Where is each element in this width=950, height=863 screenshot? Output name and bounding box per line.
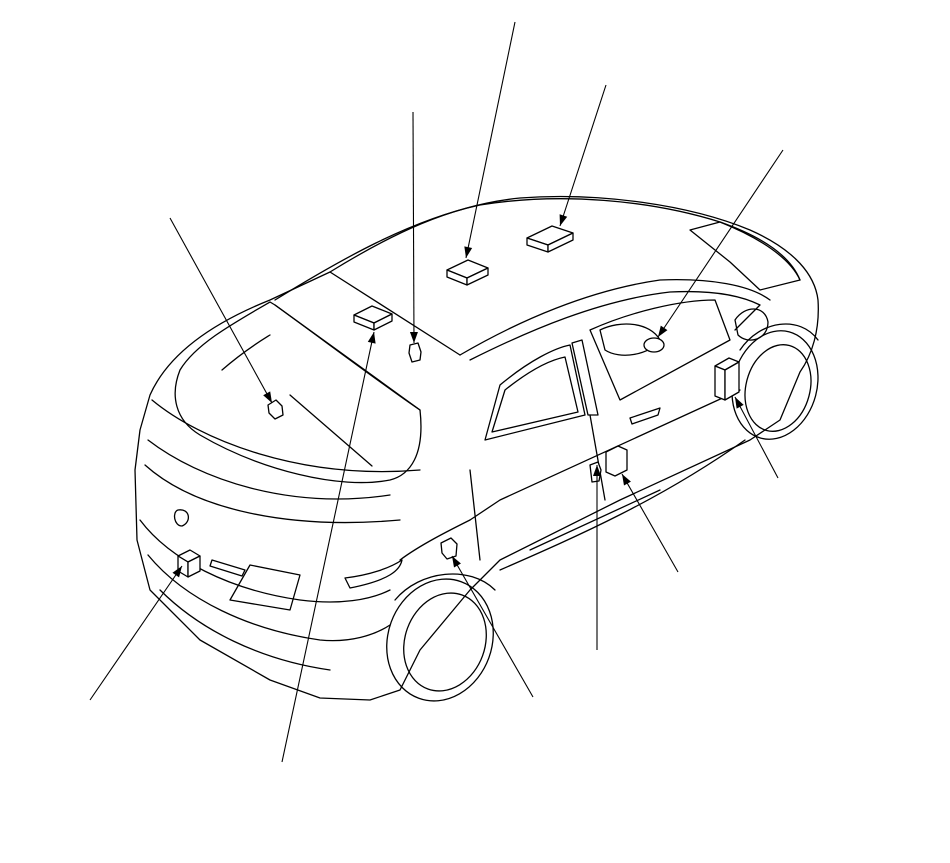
rear-quarter-sensor <box>440 537 458 560</box>
front-door-window <box>589 299 731 401</box>
bumper-line-3 <box>159 589 331 671</box>
bumper-line-2 <box>147 554 391 642</box>
roofline-side <box>459 279 771 356</box>
door-seam-1 <box>469 469 481 561</box>
arrowhead-door-switch <box>622 474 631 486</box>
roof-seam-front <box>329 271 461 356</box>
steering-sensor <box>643 337 665 353</box>
arrowhead-steering-sensor <box>658 325 668 337</box>
component-parts <box>177 225 740 578</box>
leader-roof-module-center <box>465 21 516 259</box>
bumper-line-1 <box>139 519 391 603</box>
arrowhead-rear-glass-sensor <box>263 391 272 403</box>
beltline <box>469 389 741 521</box>
leader-steering-sensor <box>657 149 784 338</box>
hatch-lower-line <box>147 439 391 500</box>
rocker-line <box>499 439 746 571</box>
side-mirror <box>734 308 769 341</box>
leader-rear-quarter-sensor <box>451 555 534 698</box>
leader-lines <box>89 21 784 763</box>
leader-rear-bumper-unit <box>89 565 183 701</box>
rear-bumper-unit <box>177 549 201 578</box>
rear-door-window-inner <box>491 356 579 433</box>
door-seam-2 <box>589 414 606 501</box>
pillar-sensor <box>408 342 422 363</box>
arrowhead-door-sensor <box>593 465 601 476</box>
rear-door-window <box>484 344 586 441</box>
roof-module-rear <box>353 305 393 331</box>
rear-quarter-line <box>399 519 471 561</box>
car-body-outline <box>134 195 819 702</box>
leader-front-quarter-unit <box>734 396 779 479</box>
rear-wheel-outer <box>386 578 494 702</box>
arrowhead-roof-module-center <box>464 246 473 258</box>
front-quarter-unit <box>714 357 740 401</box>
roof-edge <box>274 198 801 301</box>
rear-wheel-inner <box>403 592 487 692</box>
door-switch <box>605 445 628 477</box>
rear-window-wiper <box>289 394 373 467</box>
leader-roof-module-front <box>559 84 607 227</box>
arrowhead-pillar-sensor-left <box>409 331 418 343</box>
rear-reflector <box>209 559 246 577</box>
leader-pillar-sensor-left <box>412 111 415 344</box>
rear-emblem <box>173 509 189 527</box>
arrowhead-roof-module-rear <box>367 332 376 344</box>
arrowhead-front-quarter-unit <box>735 397 744 409</box>
arrowhead-rear-bumper-unit <box>172 566 182 578</box>
rear-window <box>174 301 422 484</box>
front-wheel-inner <box>744 344 812 432</box>
body-silhouette <box>134 195 819 701</box>
tail-light <box>344 559 403 589</box>
leader-door-switch <box>621 473 679 573</box>
b-pillar <box>571 339 599 416</box>
roof-module-center <box>446 259 489 286</box>
windshield <box>689 221 801 291</box>
leader-roof-module-rear <box>281 331 375 763</box>
front-wheel-arch <box>739 323 819 351</box>
side-window-upper <box>469 290 761 361</box>
rear-wheel-arch <box>394 573 496 601</box>
body-crease <box>529 489 661 551</box>
hatch-lower-line-2 <box>144 464 401 524</box>
arrowhead-rear-quarter-sensor <box>452 556 461 568</box>
arrowhead-roof-module-front <box>559 214 568 226</box>
leader-rear-glass-sensor <box>169 217 273 404</box>
license-plate-area <box>229 564 301 611</box>
door-handle <box>629 407 661 425</box>
hatch-top-line <box>151 399 421 473</box>
rear-glass-sensor <box>267 399 284 420</box>
rear-window-inner <box>221 334 271 371</box>
roof-module-front <box>526 225 574 253</box>
